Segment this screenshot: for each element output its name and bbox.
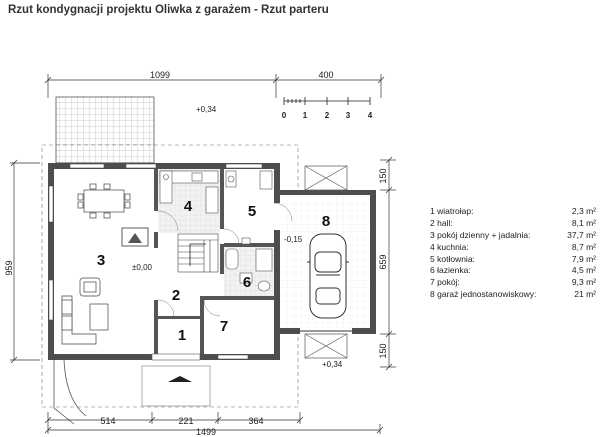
kitchen-counters [159,170,219,214]
front-bay [53,360,75,425]
legend-row: 7 pokój: 9,3 m² [430,277,596,289]
bottom-dimension [44,412,384,434]
garage-walls [280,190,376,334]
legend-row: 5 kotłownia: 7,9 m² [430,254,596,266]
armchair-icon [79,277,101,297]
dim-right-bottom: 150 [378,343,388,358]
dim-bottom-total: 1499 [196,427,216,437]
terrace-pergola [55,96,155,164]
garage-level: -0,15 [284,235,303,244]
legend-number: 7 [430,277,435,288]
plan-title: Rzut kondygnacji projektu Oliwka z garaż… [8,4,329,16]
legend-name: pokój dzienny + jadalnia: [437,229,531,240]
legend-area: 2,3 m² [571,206,596,216]
legend-name: garaż jednostanowiskowy: [437,289,537,300]
legend-row: 3 pokój dzienny + jadalnia: 37,7 m² [430,230,596,242]
legend-name: wiatrołap: [437,206,474,216]
room-label-2: 2 [172,287,180,304]
entrance-level: +0,34 [322,360,343,369]
room-label-5: 5 [248,203,256,220]
scale-label-2: 2 [325,111,330,120]
legend-row: 1 wiatrołap: 2,3 m² [430,206,596,218]
room-legend: 1 wiatrołap: 2,3 m² 2 hall: 8,1 m² 3 pokój… [430,206,596,301]
legend-name: hall: [437,217,453,228]
legend-number: 3 [430,229,435,240]
legend-area: 7,9 m² [571,253,596,264]
dim-top-main: 1099 [150,70,170,80]
legend-number: 5 [430,253,435,264]
legend-row: 6 łazienka: 4,5 m² [430,265,596,277]
dining-table-icon [77,183,131,219]
legend-number: 1 [430,206,435,216]
room-label-4: 4 [184,198,193,215]
legend-area: 9,3 m² [571,277,596,288]
room-label-6: 6 [243,274,251,291]
entrance [141,353,211,407]
door-swings [157,202,293,317]
fireplace-icon [121,227,149,247]
scale-label-1: 1 [303,111,308,120]
terrace-level: +0,34 [196,105,217,114]
room-label-3: 3 [97,252,105,269]
legend-area: 21 m² [574,289,596,300]
legend-row: 4 kuchnia: 8,7 m² [430,242,596,254]
entrance-arrow-icon [168,376,192,382]
top-dimension [44,74,385,98]
car-icon [307,233,349,319]
scale-label-0: 0 [282,111,287,120]
legend-number: 2 [430,217,435,228]
dim-bottom-3: 364 [248,416,263,426]
legend-name: pokój: [437,277,460,288]
dim-top-garage: 400 [318,70,333,80]
dim-left-height: 959 [4,260,14,275]
stairs-icon [177,233,219,273]
windows [48,163,263,360]
right-dimension [380,156,396,371]
legend-row: 2 hall: 8,1 m² [430,218,596,230]
legend-name: kotłownia: [437,253,475,264]
scale-label-3: 3 [346,111,351,120]
room-label-8: 8 [322,213,330,230]
dim-right-height: 659 [378,254,388,269]
boiler-devices [225,170,273,190]
dim-bottom-2: 221 [178,416,193,426]
sofa-icon [61,295,109,345]
left-dimension [10,159,40,364]
scale-bar [283,97,371,105]
legend-row: 8 garaż jednostanowiskowy: 21 m² [430,289,596,301]
living-level: ±0,00 [132,263,153,272]
dim-right-top: 150 [378,168,388,183]
legend-area: 8,1 m² [571,217,596,228]
room-label-1: 1 [178,327,186,344]
bathroom-fixtures [225,248,273,292]
legend-area: 37,7 m² [567,229,596,240]
legend-name: łazienka: [437,265,471,276]
scale-label-4: 4 [368,111,373,120]
legend-area: 8,7 m² [571,241,596,252]
dim-bottom-1: 514 [100,416,115,426]
legend-number: 8 [430,289,435,300]
legend-area: 4,5 m² [571,265,596,276]
legend-number: 4 [430,241,435,252]
room-label-7: 7 [220,318,228,335]
legend-number: 6 [430,265,435,276]
legend-name: kuchnia: [437,241,469,252]
